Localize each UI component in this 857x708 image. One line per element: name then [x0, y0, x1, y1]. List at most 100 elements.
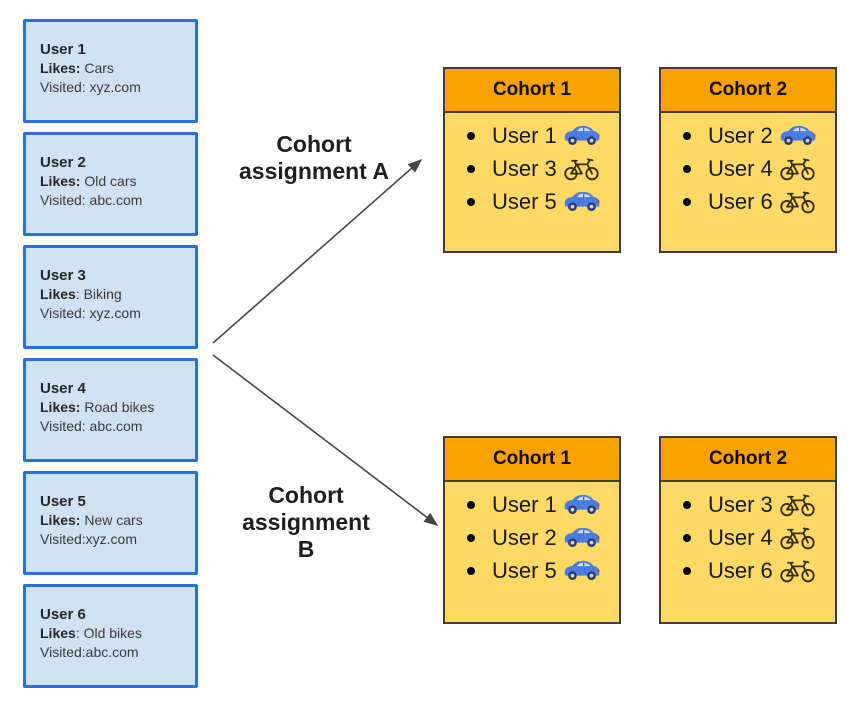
cohort-title: Cohort 1: [445, 438, 619, 482]
cohort-user-item: User 6: [661, 554, 835, 587]
interest-icon-slot: [779, 558, 816, 584]
user-likes: Likes: Biking: [40, 285, 187, 304]
user-likes: Likes: New cars: [40, 511, 187, 530]
bullet-icon: [683, 533, 691, 542]
bike-icon: [779, 492, 816, 518]
bullet-icon: [683, 131, 691, 140]
interest-icon-slot: [563, 525, 601, 550]
user-name: User 4: [40, 380, 86, 397]
car-icon: [563, 123, 601, 148]
bike-icon: [779, 525, 816, 551]
interest-icon-slot: [779, 189, 816, 215]
bike-icon: [563, 156, 600, 182]
bullet-icon: [467, 131, 475, 140]
cohort-user-item: User 2: [445, 521, 619, 554]
interest-icon-slot: [779, 123, 817, 148]
bullet-icon: [467, 500, 475, 509]
cohort-user-item: User 1: [445, 119, 619, 152]
interest-icon-slot: [779, 525, 816, 551]
interest-icon-slot: [563, 492, 601, 517]
likes-label: Likes:: [40, 60, 81, 76]
interest-icon-slot: [563, 558, 601, 583]
user-card-4: User 4 Likes: Road bikes Visited: abc.co…: [23, 358, 198, 462]
likes-value: : Old bikes: [75, 625, 142, 641]
bullet-icon: [683, 197, 691, 206]
likes-value: New cars: [80, 512, 143, 528]
interest-icon-slot: [563, 156, 600, 182]
user-name: User 5: [40, 493, 86, 510]
user-visited: Visited:abc.com: [40, 644, 139, 660]
cohort-title: Cohort 2: [661, 69, 835, 113]
user-visited: Visited: abc.com: [40, 418, 143, 434]
bike-icon: [779, 558, 816, 584]
car-icon: [563, 189, 601, 214]
assignment-b-label: Cohort assignment B: [242, 482, 370, 562]
cohort-user-item: User 4: [661, 521, 835, 554]
cohort-user-label: User 6: [708, 188, 773, 214]
cohort-user-list: User 1 User 3 User 5: [445, 113, 619, 218]
user-card-5: User 5 Likes: New cars Visited:xyz.com: [23, 471, 198, 575]
likes-value: Old cars: [80, 173, 137, 189]
likes-label: Likes: [40, 286, 76, 302]
cohort-user-item: User 3: [661, 488, 835, 521]
likes-label: Likes:: [40, 173, 81, 189]
user-card-3: User 3 Likes: Biking Visited: xyz.com: [23, 245, 198, 349]
cohort-user-list: User 3 User 4 User 6: [661, 482, 835, 587]
cohort-user-item: User 5: [445, 554, 619, 587]
cohort-box-a1: Cohort 1 User 1 User 3 User 5: [443, 67, 621, 253]
likes-value: : Biking: [75, 286, 122, 302]
user-visited: Visited:xyz.com: [40, 531, 137, 547]
likes-value: Cars: [80, 60, 114, 76]
interest-icon-slot: [779, 492, 816, 518]
bullet-icon: [467, 164, 475, 173]
user-name: User 1: [40, 41, 86, 58]
cohort-box-a2: Cohort 2 User 2 User 4 User 6: [659, 67, 837, 253]
cohort-user-label: User 5: [492, 188, 557, 214]
cohort-title: Cohort 2: [661, 438, 835, 482]
cohort-user-list: User 1 User 2 User 5: [445, 482, 619, 587]
cohort-user-item: User 1: [445, 488, 619, 521]
bullet-icon: [467, 566, 475, 575]
interest-icon-slot: [779, 156, 816, 182]
user-likes: Likes: Road bikes: [40, 398, 187, 417]
user-card-1: User 1 Likes: Cars Visited: xyz.com: [23, 19, 198, 123]
user-visited: Visited: xyz.com: [40, 305, 141, 321]
user-name: User 2: [40, 154, 86, 171]
bullet-icon: [467, 197, 475, 206]
likes-value: Road bikes: [80, 399, 155, 415]
user-likes: Likes: Old cars: [40, 172, 187, 191]
interest-icon-slot: [563, 123, 601, 148]
user-name: User 3: [40, 267, 86, 284]
cohort-user-label: User 1: [492, 122, 557, 148]
cohort-user-label: User 5: [492, 557, 557, 583]
bike-icon: [779, 156, 816, 182]
cohort-user-label: User 3: [708, 491, 773, 517]
cohort-user-label: User 2: [708, 122, 773, 148]
bullet-icon: [683, 566, 691, 575]
likes-label: Likes: [40, 625, 76, 641]
cohort-user-label: User 1: [492, 491, 557, 517]
user-card-2: User 2 Likes: Old cars Visited: abc.com: [23, 132, 198, 236]
arrow-cohort-assignment-a: [212, 158, 423, 344]
cohort-user-label: User 4: [708, 524, 773, 550]
user-card-6: User 6 Likes: Old bikes Visited:abc.com: [23, 584, 198, 688]
user-likes: Likes: Cars: [40, 59, 187, 78]
interest-icon-slot: [563, 189, 601, 214]
user-visited: Visited: xyz.com: [40, 79, 141, 95]
user-name: User 6: [40, 606, 86, 623]
user-likes: Likes: Old bikes: [40, 624, 187, 643]
bullet-icon: [683, 164, 691, 173]
cohort-user-item: User 3: [445, 152, 619, 185]
car-icon: [779, 123, 817, 148]
car-icon: [563, 492, 601, 517]
cohort-user-list: User 2 User 4 User 6: [661, 113, 835, 218]
user-list: User 1 Likes: Cars Visited: xyz.com User…: [23, 19, 198, 688]
likes-label: Likes:: [40, 399, 81, 415]
cohort-user-item: User 5: [445, 185, 619, 218]
cohort-user-label: User 6: [708, 557, 773, 583]
bike-icon: [779, 189, 816, 215]
cohort-user-item: User 6: [661, 185, 835, 218]
bullet-icon: [467, 533, 475, 542]
cohort-title: Cohort 1: [445, 69, 619, 113]
